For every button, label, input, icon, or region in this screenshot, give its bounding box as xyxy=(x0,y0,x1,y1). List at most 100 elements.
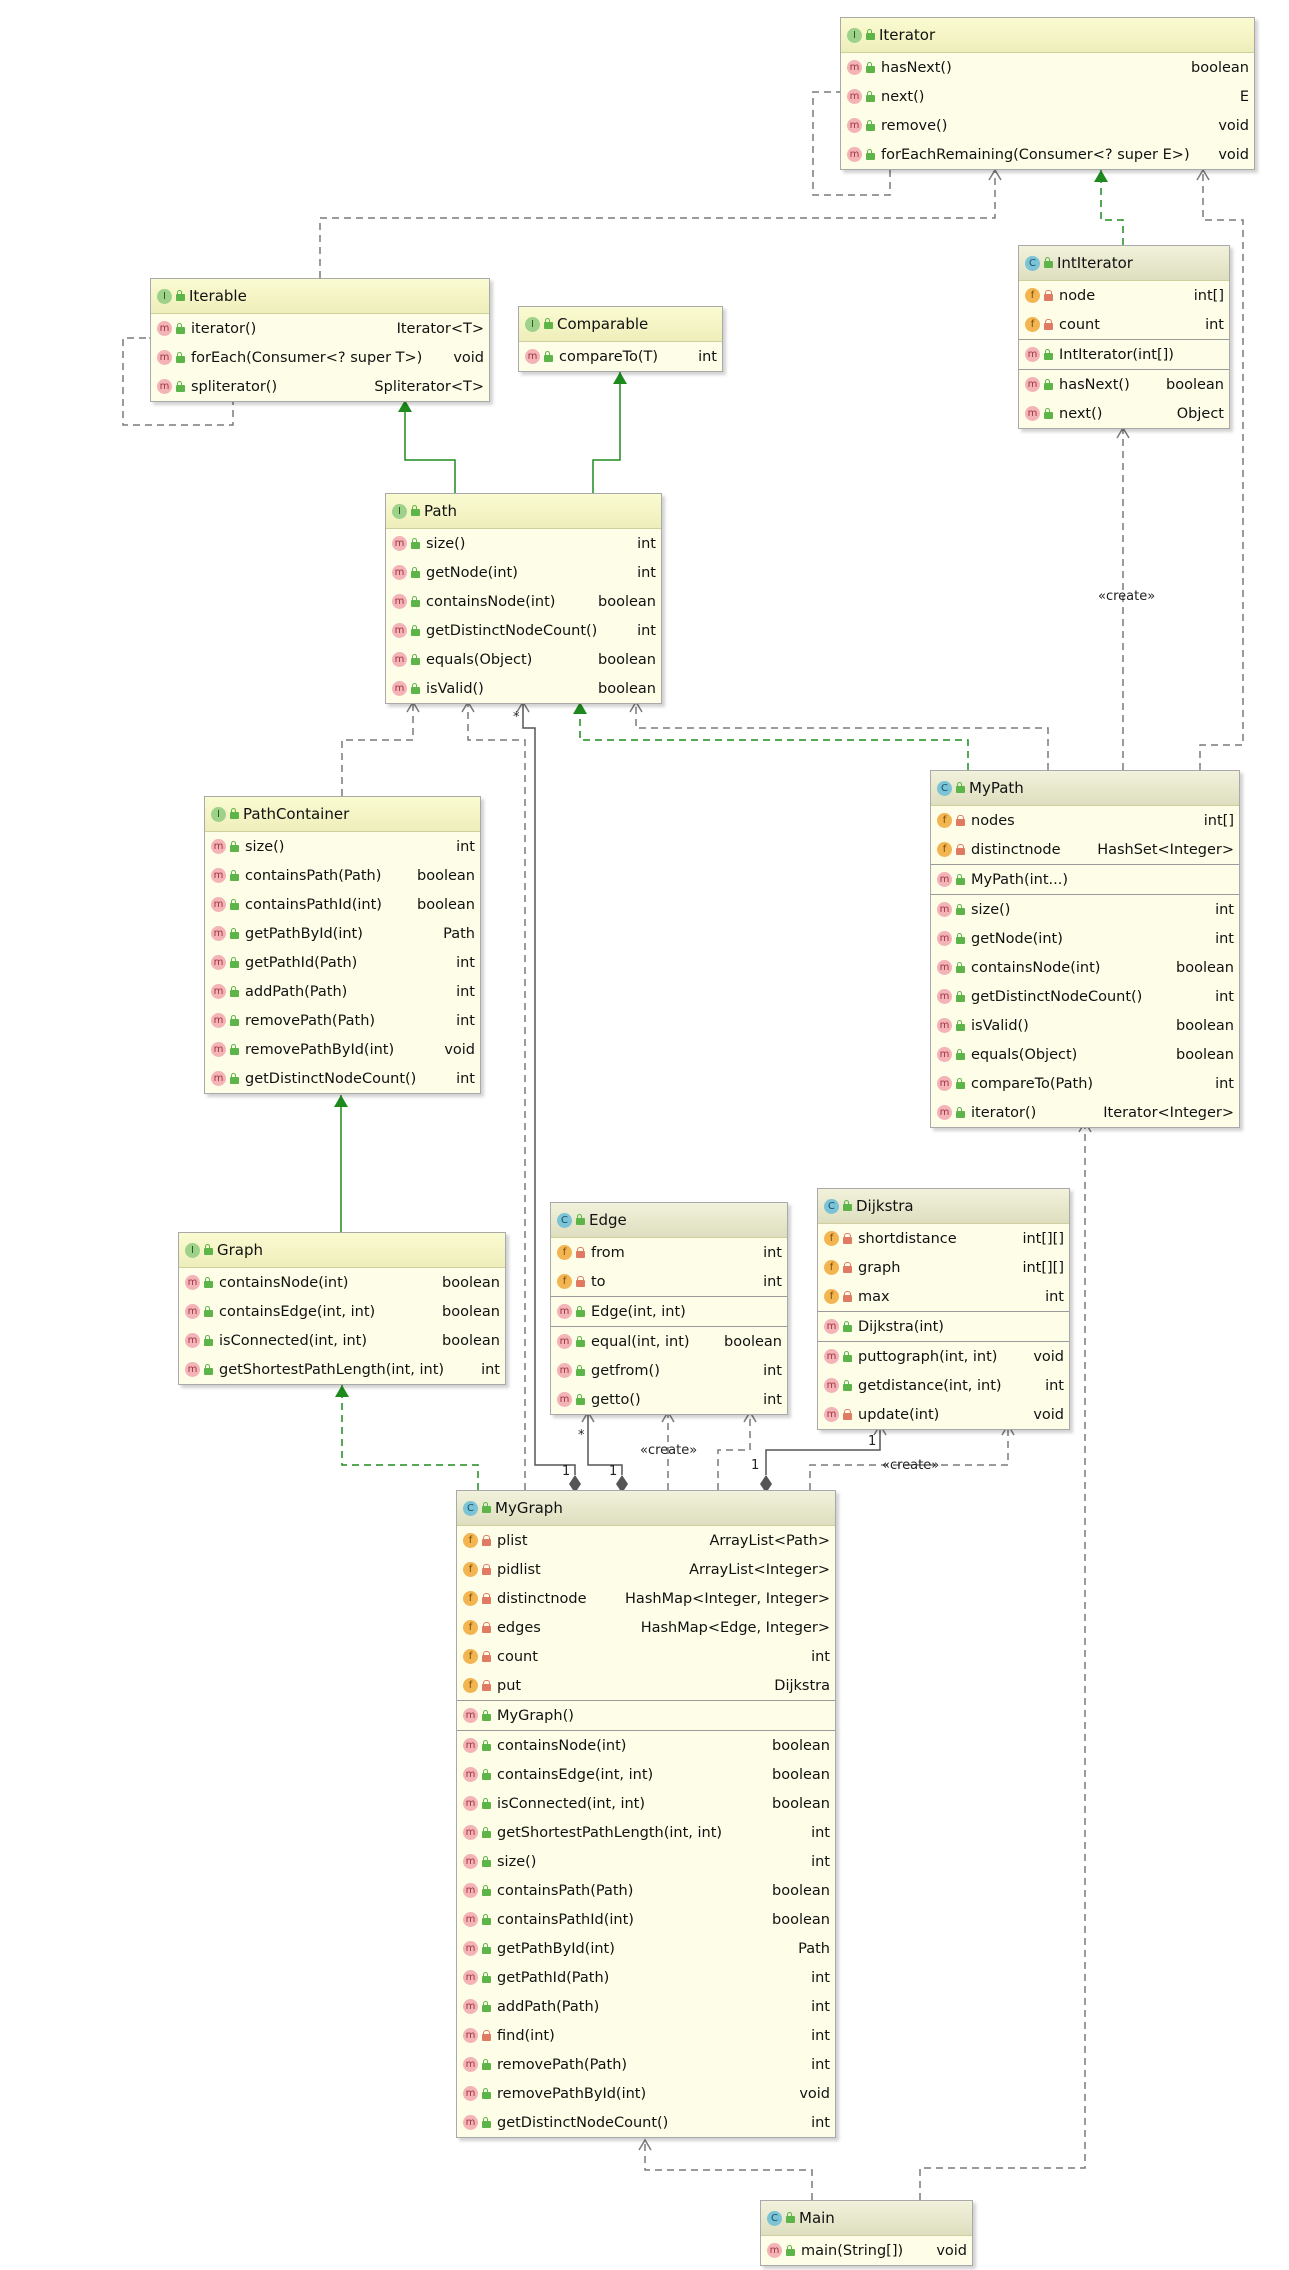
method-icon: m xyxy=(392,594,407,609)
class-icon: C xyxy=(824,1198,839,1214)
public-lock-icon xyxy=(176,322,185,334)
dijkstra-title: Dijkstra xyxy=(856,1197,914,1215)
create-label-edge: «create» xyxy=(640,1443,698,1458)
method-icon: m xyxy=(937,1018,952,1033)
method-icon: m xyxy=(463,1883,478,1898)
member-name: getPathId(Path) xyxy=(497,1969,610,1986)
class-icon: C xyxy=(1025,255,1040,271)
